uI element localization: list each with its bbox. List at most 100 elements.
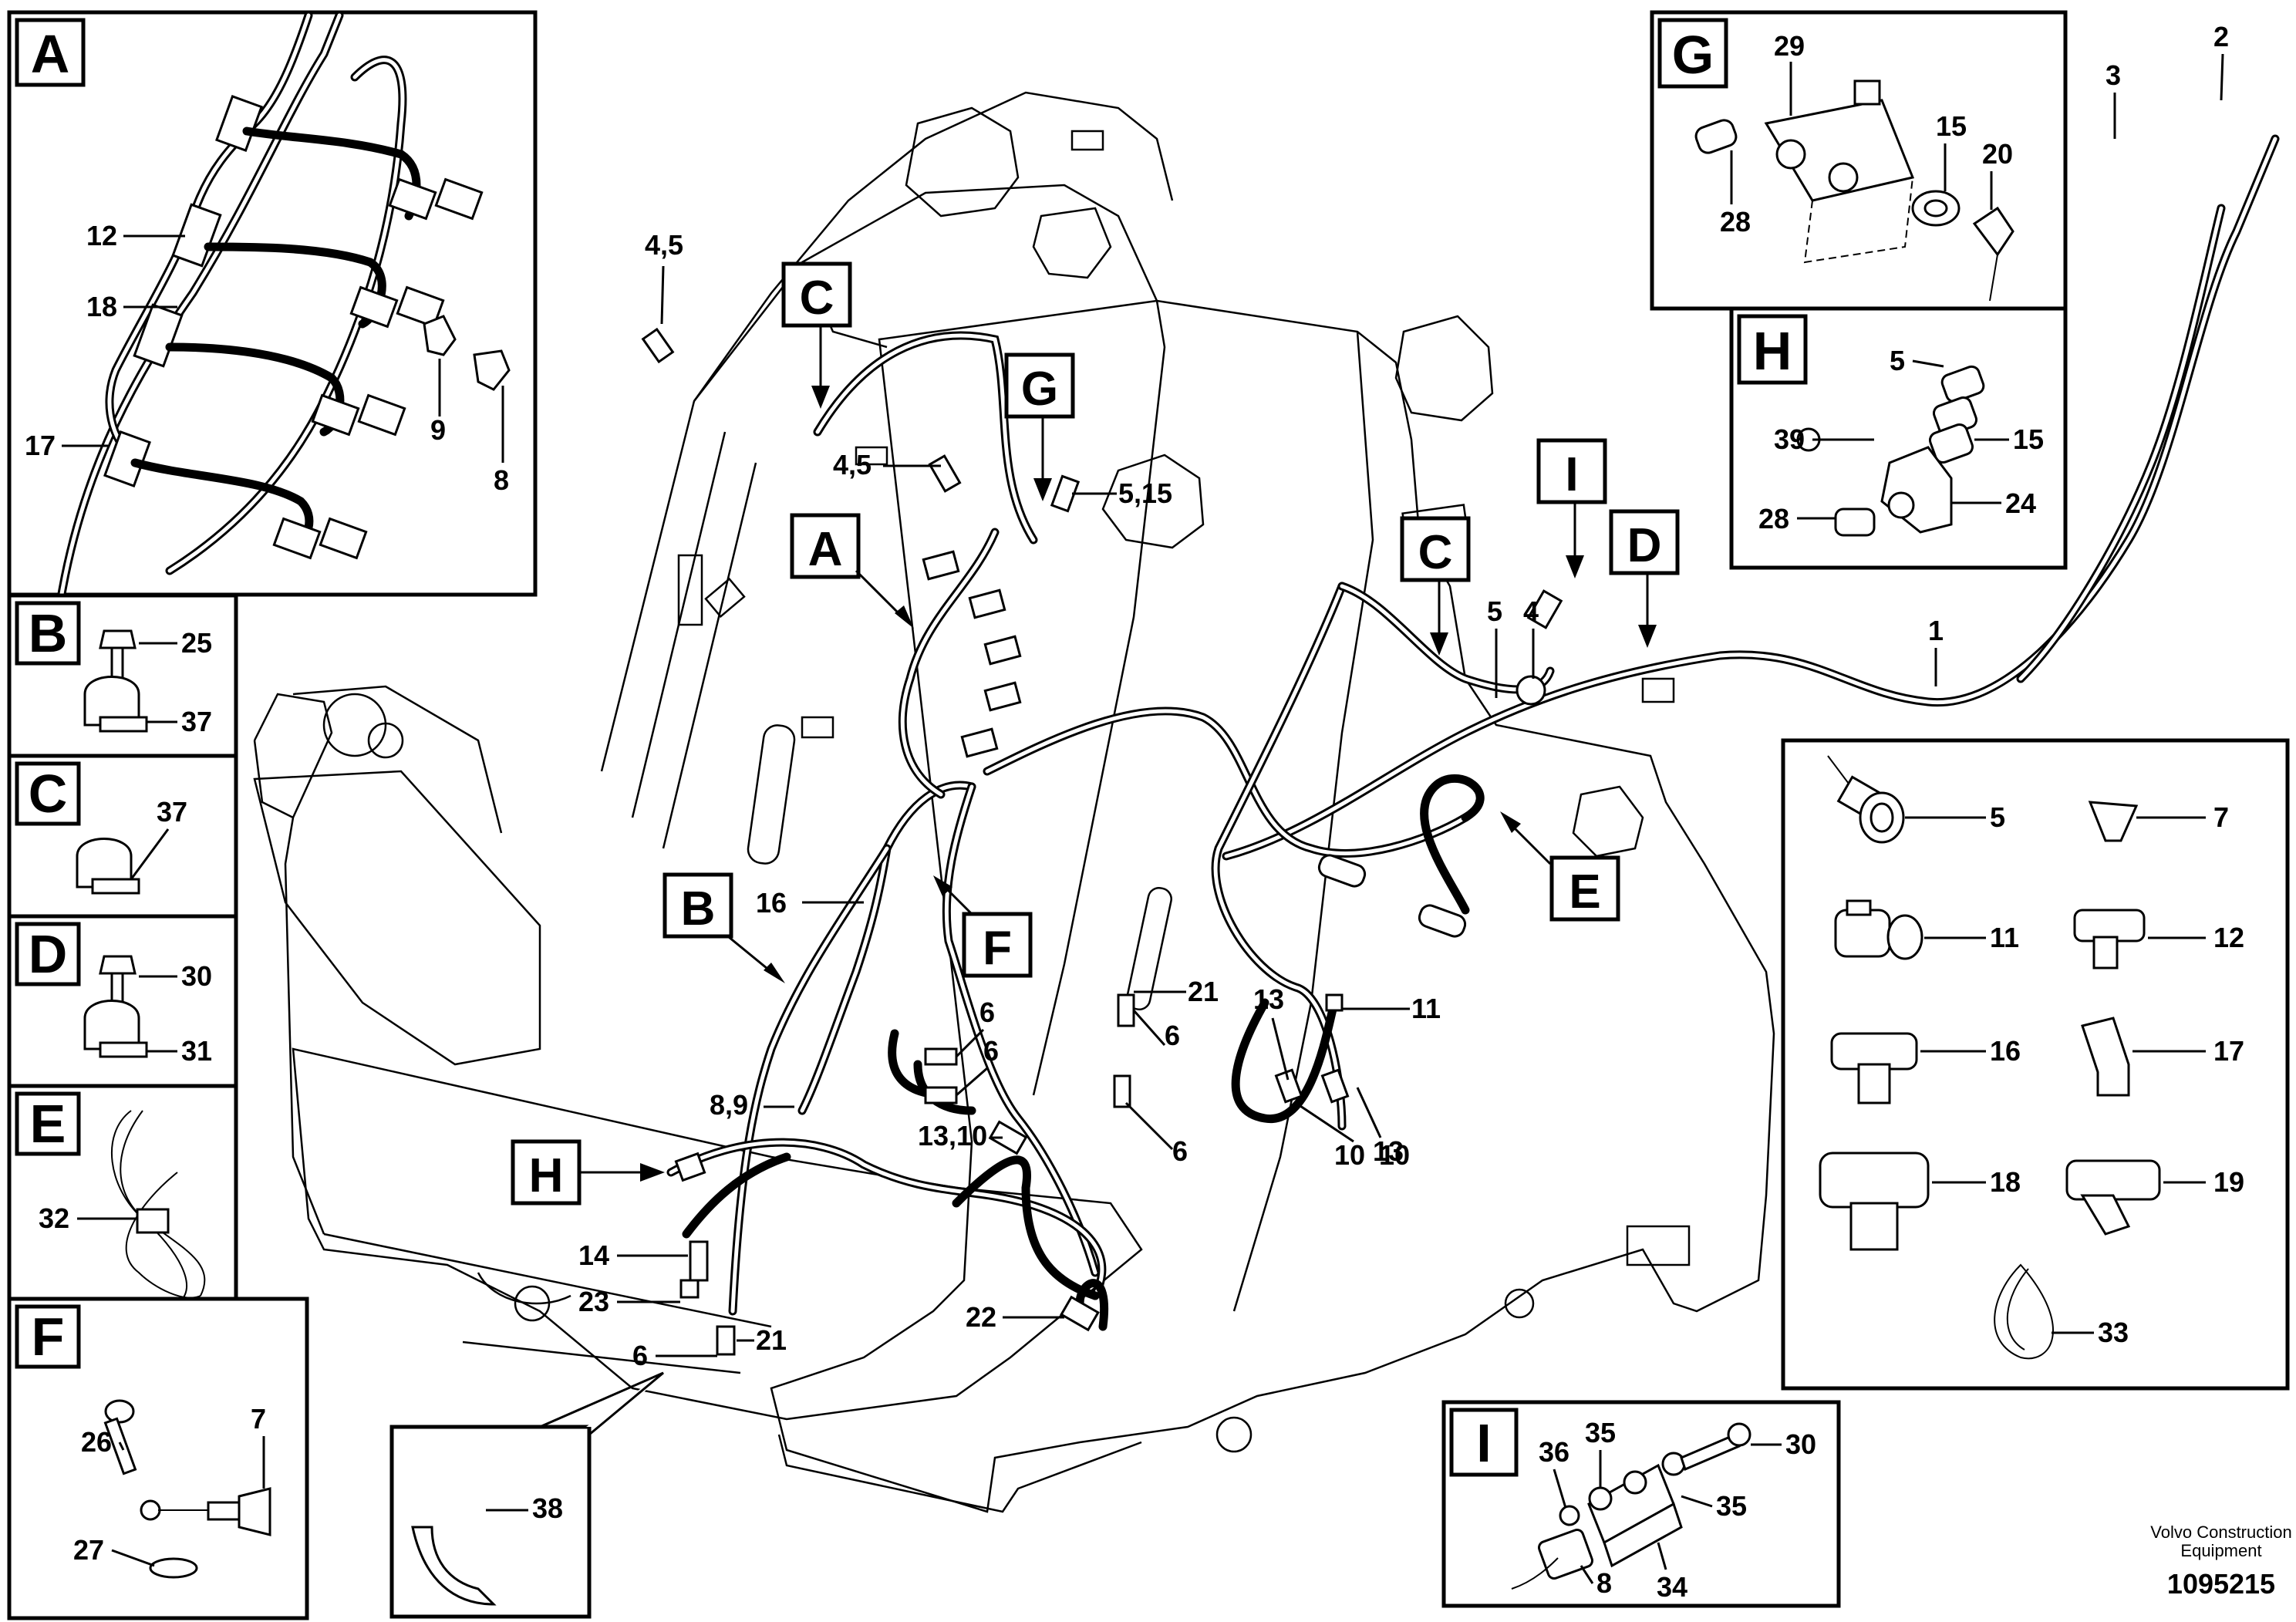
section-letter: H — [1753, 321, 1792, 381]
callout-label: 6 — [983, 1035, 999, 1067]
callout-label: 38 — [532, 1492, 563, 1524]
callout-label: 4 — [1523, 595, 1539, 627]
callout-label: 31 — [181, 1035, 212, 1067]
section-letter: F — [32, 1307, 65, 1367]
callout-label: 35 — [1716, 1490, 1747, 1522]
marker-H-1: H — [511, 1139, 665, 1206]
callout-label: 5 — [1890, 345, 1905, 376]
marker-A-1: A — [790, 513, 914, 629]
callout-label: 32 — [39, 1202, 69, 1234]
marker-F-1: F — [933, 875, 1033, 978]
callout-label: 33 — [2098, 1317, 2129, 1348]
callout-label: 15 — [2013, 423, 2044, 455]
callout-label: 8,9 — [710, 1089, 748, 1121]
callout-label: 5 — [1487, 595, 1502, 627]
section-letter: A — [31, 24, 70, 84]
callout-label: 15 — [1936, 110, 1967, 142]
callout-label: 10 — [1334, 1139, 1365, 1171]
footer: Volvo Construction Equipment 1095215 — [2150, 1523, 2291, 1600]
callout-label: 7 — [2213, 801, 2229, 833]
section-letter: E — [30, 1094, 66, 1154]
marker-G-1: G — [1004, 352, 1075, 501]
callout-label: 23 — [578, 1286, 609, 1317]
callout-label: 21 — [1188, 976, 1219, 1007]
section-letter: D — [29, 924, 68, 984]
company-name-line1: Volvo Construction — [2150, 1523, 2291, 1542]
panel-A-connectors — [272, 177, 511, 560]
section-letter: G — [1021, 363, 1058, 416]
section-letter: C — [800, 271, 834, 325]
callout-label: 34 — [1657, 1571, 1687, 1603]
callout-label: 28 — [1720, 206, 1751, 238]
section-letter: G — [1672, 25, 1714, 85]
main-callouts: 4,5 4,5 5,15 5 4 1 2 3 16 21 13 11 6 6 6… — [578, 21, 2229, 1371]
section-letter: I — [1565, 448, 1578, 501]
callout-label: 25 — [181, 627, 212, 659]
callout-label: 16 — [1990, 1035, 2021, 1067]
callout-label: 13 — [1253, 983, 1284, 1015]
callout-label: 30 — [181, 960, 212, 992]
panel-E: E 32 — [7, 1084, 238, 1304]
callout-label: 17 — [2213, 1035, 2244, 1067]
marker-C-2: C — [1400, 516, 1471, 656]
callout-label: 3 — [2106, 59, 2121, 91]
callout-label: 21 — [756, 1324, 787, 1356]
marker-E-1: E — [1500, 811, 1620, 922]
panel-hose-38: 38 — [389, 1371, 664, 1619]
section-letter: E — [1569, 865, 1600, 919]
loader-frame-drawing — [253, 91, 1775, 1513]
callout-label: 8 — [1596, 1567, 1612, 1599]
company-name-line2: Equipment — [2180, 1541, 2261, 1560]
callout-label: 12 — [2213, 922, 2244, 953]
panel-parts: 5 7 11 12 16 17 18 19 — [1781, 738, 2290, 1391]
callout-label: 20 — [1982, 138, 2013, 170]
callout-label: 9 — [430, 414, 446, 446]
marker-D-1: D — [1609, 509, 1680, 648]
marker-B-1: B — [663, 872, 785, 983]
callout-label: 6 — [1165, 1020, 1180, 1051]
panel-H: H 5 39 15 28 24 — [1729, 306, 2068, 570]
callout-label: 6 — [632, 1340, 648, 1371]
section-letter: B — [681, 882, 716, 936]
section-letter: I — [1476, 1413, 1491, 1473]
callout-label: 6 — [1172, 1135, 1188, 1167]
callout-label: 16 — [756, 887, 787, 919]
panel-C: C 37 — [7, 754, 238, 919]
callout-label: 35 — [1585, 1417, 1616, 1448]
callout-label: 1 — [1928, 615, 1944, 646]
callout-label: 24 — [2005, 487, 2036, 519]
main-connectors — [641, 327, 1563, 1356]
callout-label: 11 — [1411, 993, 1441, 1024]
callout-label: 22 — [966, 1301, 996, 1333]
callout-label: 30 — [1785, 1428, 1816, 1460]
marker-C-1: C — [781, 261, 852, 409]
callout-label: 37 — [157, 796, 187, 828]
callout-label: 7 — [251, 1403, 266, 1435]
section-letter: B — [29, 603, 68, 663]
callout-label: 12 — [86, 220, 117, 251]
panel-I: I 36 35 30 35 8 34 — [1441, 1400, 1841, 1608]
panel-F: F 7 26 27 — [7, 1297, 309, 1620]
callout-label: 11 — [1990, 922, 2019, 953]
callout-label: 39 — [1774, 423, 1805, 455]
panel-D: D 30 31 — [7, 914, 238, 1088]
callout-label: 5 — [1990, 801, 2005, 833]
section-letter: C — [29, 764, 68, 824]
section-letter: H — [529, 1149, 564, 1202]
callout-label: 5,15 — [1118, 477, 1172, 509]
callout-label: 14 — [578, 1239, 609, 1271]
callout-label: 2 — [2213, 21, 2229, 52]
callout-label: 8 — [494, 464, 509, 496]
panel-A: A 12 18 17 — [7, 10, 538, 599]
callout-label: 27 — [73, 1534, 104, 1566]
callout-label: 36 — [1539, 1436, 1569, 1468]
callout-label: 18 — [1990, 1166, 2021, 1198]
callout-label: 28 — [1758, 503, 1789, 534]
section-letter: F — [983, 922, 1012, 975]
callout-label: 13,10 — [918, 1120, 987, 1152]
callout-label: 10 — [1379, 1139, 1410, 1171]
drawing-number: 1095215 — [2167, 1568, 2275, 1600]
section-letter: C — [1418, 526, 1453, 579]
callout-label: 29 — [1774, 30, 1805, 62]
